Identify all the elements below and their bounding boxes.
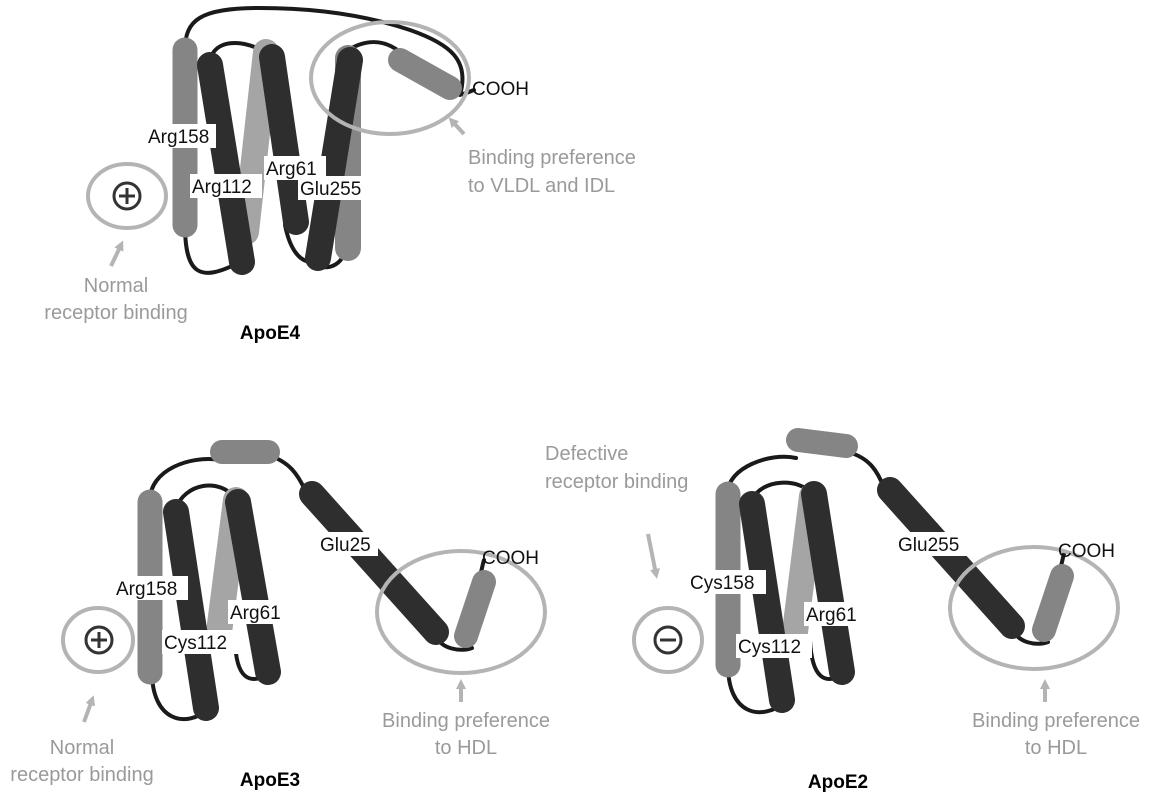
apoe2-receptor-ellipse [632,606,704,674]
apoe2-binding-note-line2: to HDL [1025,737,1087,759]
apoe2-receptor-note-line2: receptor binding [545,471,688,493]
apoe3-label-arg61: Arg61 [230,603,281,624]
apoe3-label-cys112: Cys112 [164,633,227,654]
apoe4-label-glu255: Glu255 [300,179,361,200]
apoe3-title: ApoE3 [240,770,300,791]
apoe4-helix-61 [259,44,309,235]
apoe4-helix-255 [305,47,363,271]
apoe3-helix-61 [225,489,281,685]
apoe4-panel: Arg158 Arg112 Arg61 Glu255 COOH Binding … [44,5,636,344]
minus-circle-icon [653,625,683,655]
arrow-icon [82,695,95,723]
apoe4-binding-ellipse [309,20,471,136]
apoe3-helix-255 [299,481,449,645]
apoe4-label-cooh: COOH [472,79,529,100]
apoe4-loop-bottom-left [183,223,242,275]
apoe4-title: ApoE4 [240,323,301,344]
apoe4-binding-note-line1: Binding preference [468,147,636,169]
plus-circle-icon [112,181,142,211]
apoe2-title: ApoE2 [808,772,868,793]
apoe3-label-glu255: Glu25 [320,535,371,556]
apoe3-receptor-note-line1: Normal [50,737,114,759]
apoe4-label-arg112: Arg112 [192,177,252,198]
apoe4-receptor-note-line2: receptor binding [44,302,187,324]
apoe2-binding-note-line1: Binding preference [972,710,1140,732]
apoe3-receptor-note-line2: receptor binding [10,764,153,786]
apoe2-loop-top-right [846,450,886,490]
apoe3-binding-note-line1: Binding preference [382,710,550,732]
apoe3-receptor-ellipse [61,606,135,674]
apoe3-label-cooh: COOH [482,548,539,569]
apoe4-binding-note-line2: to VLDL and IDL [468,175,615,197]
apoe2-label-glu255: Glu255 [898,535,959,556]
apoe4-helix-cterm [388,48,462,100]
apoe2-helix-top [786,428,858,458]
apoe4-helix-112 [197,52,255,275]
apoe4-label-arg158: Arg158 [148,127,209,148]
apoe4-helices [172,37,462,275]
apoe2-receptor-note-line1: Defective [545,443,628,465]
apoe3-binding-note-line2: to HDL [435,737,497,759]
arrow-icon [448,117,466,136]
apoe3-label-arg158: Arg158 [116,579,177,600]
apoe2-label-cooh: COOH [1058,541,1115,562]
apoe4-receptor-ellipse [86,162,168,230]
apoe2-panel: Cys158 Cys112 Arg61 Glu255 COOH Binding … [545,428,1140,793]
apoe3-helix-112 [163,499,219,721]
apoe3-panel: Arg158 Cys112 Arg61 Glu25 COOH Binding p… [10,440,550,791]
apoe3-binding-ellipse [375,549,547,675]
apoe4-loop-top [183,5,465,97]
apoe2-helix-cterm [1032,564,1074,642]
apoe2-label-arg61: Arg61 [806,605,857,626]
plus-circle-icon [84,625,114,655]
apoe4-receptor-note-line1: Normal [84,275,148,297]
apoe4-label-arg61: Arg61 [266,159,317,180]
apoe2-helix-255 [877,477,1025,639]
apoe2-binding-ellipse [948,545,1120,671]
apoe2-helix-61 [801,481,855,685]
apoe2-label-cys158: Cys158 [690,573,754,594]
apoe3-helix-cterm [454,570,496,648]
apoe3-helices [137,440,496,721]
arrow-icon [646,533,660,579]
apoe2-label-cys112: Cys112 [738,637,801,658]
arrow-icon [109,240,124,267]
apoe2-helix-112 [739,491,795,713]
apoe2-helices [715,428,1074,713]
